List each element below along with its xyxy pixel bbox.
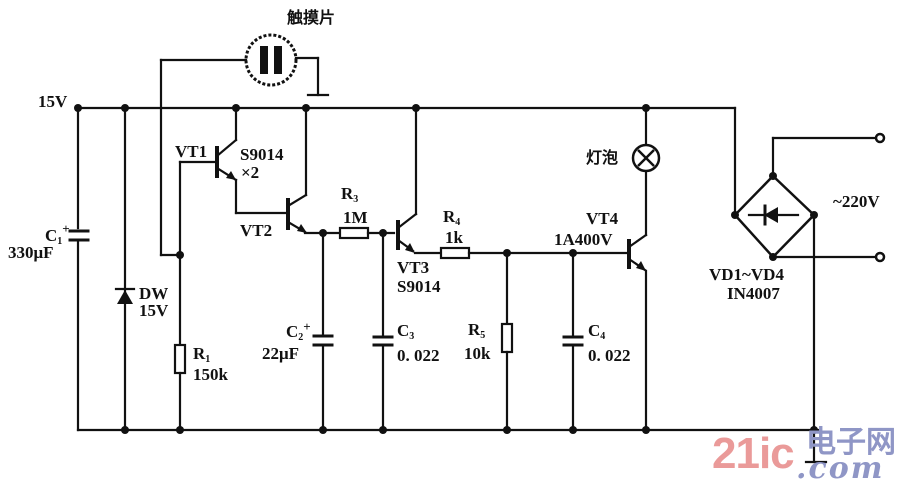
bridge-part: IN4007: [727, 284, 780, 303]
watermark-logo-cn: 电子网: [806, 425, 896, 460]
touch-plate-icon: [244, 33, 298, 87]
r3-label: R3: [341, 184, 359, 205]
r5-value: 10k: [464, 344, 491, 363]
supply-voltage-label: 15V: [38, 92, 68, 111]
c1-value: 330μF: [8, 243, 54, 262]
r5-label: R5: [468, 320, 486, 341]
ac-voltage-label: ~220V: [833, 192, 880, 211]
vt3-label: VT3: [397, 258, 430, 277]
c3-label: C3: [397, 321, 415, 342]
vt1-qty: ×2: [241, 163, 260, 182]
dw-label: DW: [139, 284, 169, 303]
lamp-label: 灯泡: [586, 148, 619, 167]
ac-terminal-top: [874, 132, 886, 144]
r1-value: 150k: [193, 365, 228, 384]
r1-resistor-icon: [173, 343, 187, 375]
vt1-part: S9014: [240, 145, 284, 164]
bridge-label: VD1~VD4: [709, 265, 784, 284]
vt1-label: VT1: [175, 142, 208, 161]
c4-label: C4: [588, 321, 606, 342]
r4-value: 1k: [445, 228, 463, 247]
vt3-part: S9014: [397, 277, 441, 296]
c4-value: 0. 022: [588, 346, 631, 365]
r3-resistor-icon: [338, 226, 370, 240]
watermark-logo-domain: .com: [796, 451, 885, 483]
touch-plate-label: 触摸片: [287, 8, 336, 27]
c2-value: 22μF: [262, 344, 300, 363]
watermark-logo-number: 21ic: [712, 429, 795, 478]
dw-value: 15V: [139, 301, 169, 320]
ac-terminal-bottom: [874, 251, 886, 263]
r5-resistor-icon: [500, 322, 514, 354]
r4-resistor-icon: [439, 246, 471, 260]
vt2-label: VT2: [240, 221, 273, 240]
r1-label: R1: [193, 344, 211, 365]
junction-dots: [74, 104, 818, 434]
zener-diode-icon: [117, 290, 133, 304]
vt4-part: 1A400V: [554, 230, 613, 249]
c2-label: C2+: [286, 319, 311, 343]
r3-value: 1M: [343, 208, 368, 227]
r4-label: R4: [443, 207, 461, 228]
c1-label: C1+: [45, 221, 70, 247]
vt4-label: VT4: [586, 209, 619, 228]
c3-value: 0. 022: [397, 346, 440, 365]
